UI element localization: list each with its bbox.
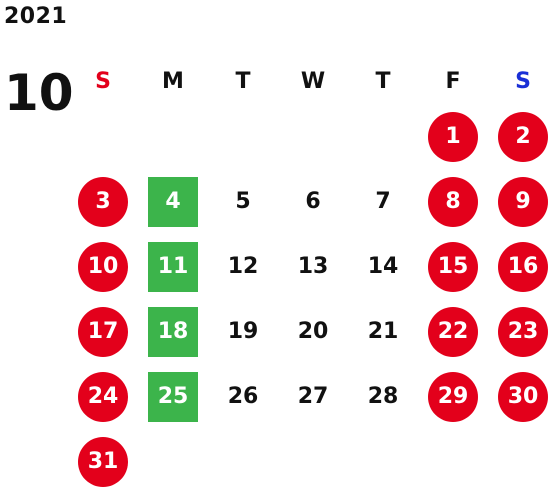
- weekday-header-6: S: [515, 68, 531, 94]
- day-28: 28: [367, 384, 399, 409]
- calendar-cell: 9: [488, 169, 548, 234]
- calendar-cell: 29: [418, 364, 488, 429]
- calendar-cell: [278, 104, 348, 169]
- calendar-cell: 16: [488, 234, 548, 299]
- calendar-cell: 12: [208, 234, 278, 299]
- day-3: 3: [78, 176, 128, 227]
- calendar-cell: 28: [348, 364, 418, 429]
- calendar-cell: [138, 104, 208, 169]
- day-7: 7: [375, 189, 391, 214]
- day-27: 27: [297, 384, 329, 409]
- day-31: 31: [78, 436, 128, 487]
- calendar-cell: [278, 429, 348, 494]
- calendar-cell: [68, 104, 138, 169]
- calendar-cell: [348, 429, 418, 494]
- calendar-cell: 8: [418, 169, 488, 234]
- weekday-header-5: F: [445, 68, 461, 94]
- day-4: 4: [148, 176, 198, 227]
- day-14: 14: [367, 254, 399, 279]
- day-23: 23: [498, 306, 548, 357]
- calendar-cell: [138, 429, 208, 494]
- calendar-cell: 17: [68, 299, 138, 364]
- calendar-cell: 30: [488, 364, 548, 429]
- day-8: 8: [428, 176, 478, 227]
- weekday-header-1: M: [162, 68, 184, 94]
- calendar-cell: 10: [68, 234, 138, 299]
- day-17: 17: [78, 306, 128, 357]
- calendar-cell: [208, 429, 278, 494]
- calendar-cell: 23: [488, 299, 548, 364]
- day-5: 5: [235, 189, 251, 214]
- day-29: 29: [428, 371, 478, 422]
- calendar-cell: [418, 429, 488, 494]
- calendar-cell: 11: [138, 234, 208, 299]
- calendar-cell: 5: [208, 169, 278, 234]
- calendar-cell: 6: [278, 169, 348, 234]
- day-21: 21: [367, 319, 399, 344]
- day-10: 10: [78, 241, 128, 292]
- day-30: 30: [498, 371, 548, 422]
- calendar-cell: [488, 429, 548, 494]
- weekday-header-3: W: [300, 68, 326, 94]
- day-15: 15: [428, 241, 478, 292]
- weekday-header-0: S: [95, 68, 111, 94]
- calendar-year: 2021: [4, 4, 68, 29]
- day-16: 16: [498, 241, 548, 292]
- day-12: 12: [227, 254, 259, 279]
- day-26: 26: [227, 384, 259, 409]
- calendar-cell: 1: [418, 104, 488, 169]
- calendar-cell: 22: [418, 299, 488, 364]
- calendar-cell: 31: [68, 429, 138, 494]
- calendar-cell: [348, 104, 418, 169]
- calendar-cell: 21: [348, 299, 418, 364]
- calendar-cell: 13: [278, 234, 348, 299]
- calendar-cell: 7: [348, 169, 418, 234]
- calendar-cell: 3: [68, 169, 138, 234]
- day-6: 6: [305, 189, 321, 214]
- day-13: 13: [297, 254, 329, 279]
- calendar-month: 10: [4, 64, 74, 122]
- calendar-cell: 14: [348, 234, 418, 299]
- day-25: 25: [148, 371, 198, 422]
- weekday-header-4: T: [375, 68, 391, 94]
- calendar-cell: 15: [418, 234, 488, 299]
- calendar-cell: [208, 104, 278, 169]
- weekday-header-2: T: [235, 68, 251, 94]
- day-22: 22: [428, 306, 478, 357]
- day-20: 20: [297, 319, 329, 344]
- calendar-cell: 24: [68, 364, 138, 429]
- calendar-cell: 19: [208, 299, 278, 364]
- day-2: 2: [498, 111, 548, 162]
- calendar-cell: 25: [138, 364, 208, 429]
- calendar-cell: 18: [138, 299, 208, 364]
- calendar-cell: 2: [488, 104, 548, 169]
- calendar-cell: 20: [278, 299, 348, 364]
- calendar-cell: 27: [278, 364, 348, 429]
- calendar-cell: 26: [208, 364, 278, 429]
- day-1: 1: [428, 111, 478, 162]
- day-18: 18: [148, 306, 198, 357]
- day-24: 24: [78, 371, 128, 422]
- day-19: 19: [227, 319, 259, 344]
- day-11: 11: [148, 241, 198, 292]
- calendar-cell: 4: [138, 169, 208, 234]
- day-9: 9: [498, 176, 548, 227]
